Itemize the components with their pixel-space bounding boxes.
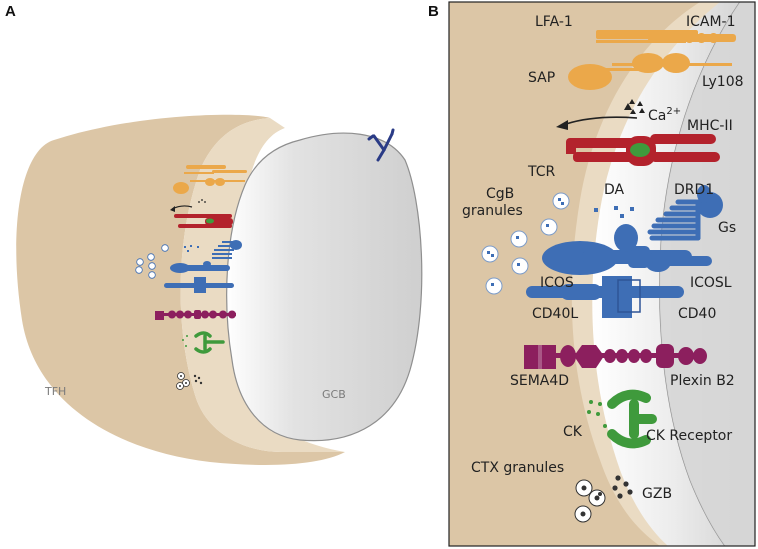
cgb-granule-cargo bbox=[487, 198, 564, 286]
label-gs: Gs bbox=[718, 220, 736, 236]
lfa1-icam1-molecule bbox=[596, 30, 736, 43]
panel-a: A TFH GCB bbox=[5, 3, 423, 465]
panel-b-frame bbox=[448, 1, 756, 547]
panel-b: B bbox=[428, 1, 756, 547]
arrow-icon bbox=[556, 120, 568, 130]
label-ck: CK bbox=[563, 424, 583, 440]
mini-calcium-arrow bbox=[170, 199, 206, 212]
mini-cgb-granules bbox=[135, 244, 169, 279]
label-mhc2: MHC-II bbox=[687, 118, 733, 134]
label-ca: Ca2+ bbox=[648, 106, 681, 124]
label-ck-receptor: CK Receptor bbox=[646, 428, 732, 444]
label-tcr: TCR bbox=[527, 164, 556, 180]
cd40l-cd40 bbox=[526, 276, 684, 318]
mini-drd1 bbox=[212, 240, 242, 259]
mini-ck-receptor bbox=[182, 331, 225, 354]
gcb-label: GCB bbox=[322, 388, 346, 401]
tcr-mhc2-complex bbox=[566, 134, 720, 166]
mini-cd40 bbox=[164, 277, 234, 293]
panel-a-letter: A bbox=[5, 3, 16, 20]
label-gzb: GZB bbox=[642, 486, 672, 502]
gcb-cell bbox=[226, 132, 423, 442]
tfh-cell bbox=[16, 114, 345, 465]
ctx-granules bbox=[574, 479, 606, 523]
label-sema4d: SEMA4D bbox=[510, 373, 569, 389]
label-cgb-line1: CgB bbox=[486, 186, 514, 202]
mini-lfa1-icam1 bbox=[184, 165, 247, 174]
mini-ctx-granules bbox=[176, 372, 203, 390]
calcium-signal bbox=[556, 99, 645, 130]
antibody-icon bbox=[367, 128, 395, 162]
label-icosl: ICOSL bbox=[690, 275, 732, 291]
label-cgb-line2: granules bbox=[462, 203, 523, 219]
label-cd40l: CD40L bbox=[532, 306, 578, 322]
label-da: DA bbox=[604, 182, 625, 198]
label-ly108: Ly108 bbox=[702, 74, 744, 90]
mini-da-dots bbox=[184, 245, 199, 252]
label-drd1: DRD1 bbox=[674, 182, 714, 198]
label-cd40: CD40 bbox=[678, 306, 716, 322]
icos-icosl bbox=[542, 224, 712, 275]
chemokine-dots bbox=[587, 400, 607, 428]
mini-tcr-mhc bbox=[174, 214, 233, 228]
tfh-synapse-rim bbox=[180, 118, 345, 452]
dopamine-dots bbox=[594, 206, 634, 218]
label-icos: ICOS bbox=[540, 275, 574, 291]
sap-ly108-molecule bbox=[568, 53, 732, 90]
label-sap: SAP bbox=[528, 70, 555, 86]
panel-b-letter: B bbox=[428, 3, 439, 20]
mini-icos bbox=[170, 261, 230, 273]
label-lfa1: LFA-1 bbox=[535, 14, 573, 30]
label-icam1: ICAM-1 bbox=[686, 14, 736, 30]
label-ctx-granules: CTX granules bbox=[471, 460, 564, 476]
label-plexin-b2: Plexin B2 bbox=[670, 373, 735, 389]
mini-sap-ly108 bbox=[173, 178, 245, 194]
tfh-label: TFH bbox=[44, 385, 66, 398]
ck-receptor bbox=[607, 389, 657, 449]
sema4d-plexinb2 bbox=[524, 344, 707, 369]
gzb-dots bbox=[612, 475, 633, 499]
mini-sema4d bbox=[155, 310, 236, 320]
